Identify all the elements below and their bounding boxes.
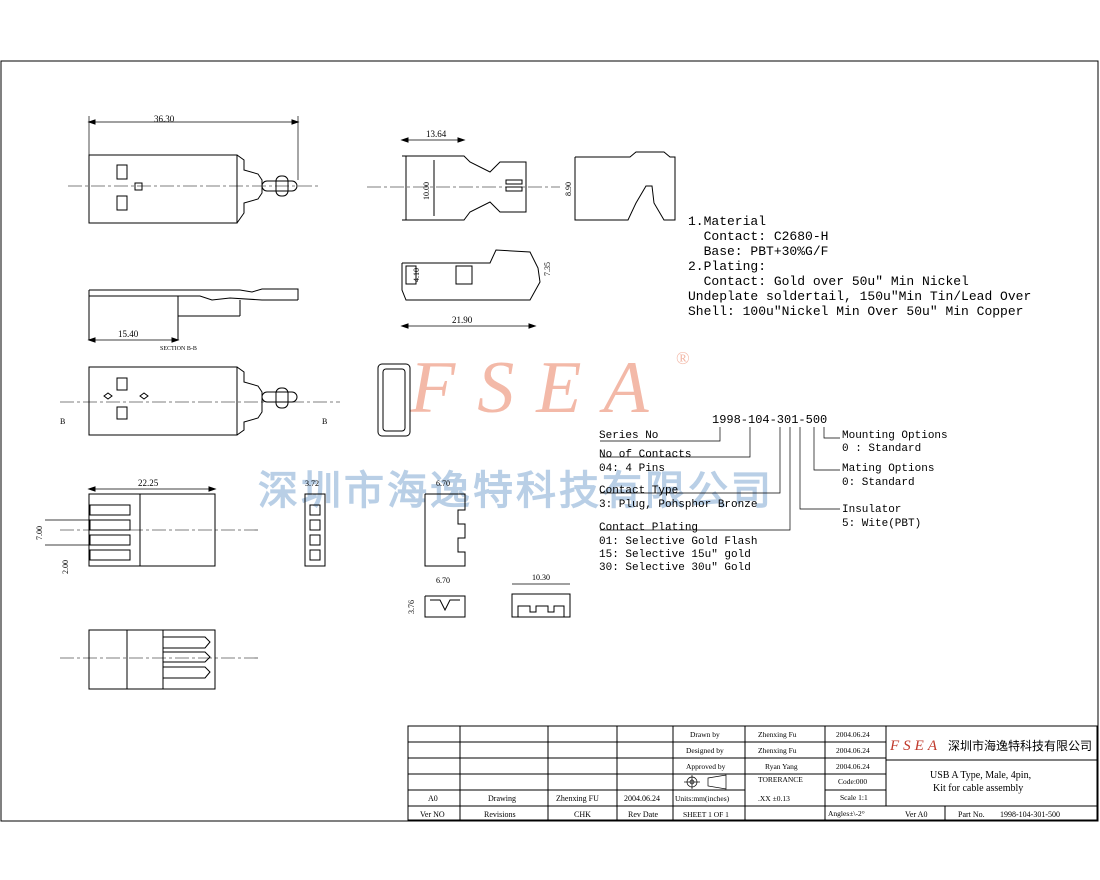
scale: Scale 1:1 <box>840 793 868 802</box>
title-company: 深圳市海逸特科技有限公司 <box>948 738 1092 753</box>
note-line-5: Contact: Gold over 50u" Min Nickel <box>688 274 969 289</box>
code: Code:000 <box>838 777 867 786</box>
approved-date: 2004.06.24 <box>836 762 870 771</box>
material-notes: 1.Material Contact: C2680-H Base: PBT+30… <box>688 214 1031 319</box>
dim-insul-w: 6.70 <box>436 479 450 488</box>
view-insulator-side: 3.72 <box>304 479 326 567</box>
series-label: Series No <box>599 430 658 442</box>
section-mark-left: B <box>60 417 65 426</box>
dim-height-7: 7.00 <box>35 526 44 540</box>
contacts-label: No of Contacts <box>599 449 691 461</box>
title-line-1: USB A Type, Male, 4pin, <box>930 770 1031 781</box>
angles: Angles±\-2° <box>828 809 865 818</box>
dim-side-height2: 7.35 <box>543 262 552 276</box>
designed-name: Zhenxing Fu <box>758 746 797 755</box>
dim-insul-w2: 6.70 <box>436 576 450 585</box>
dim-thick: 3.72 <box>305 479 319 488</box>
designed-label: Designed by <box>686 746 724 755</box>
plating-label: Contact Plating <box>599 522 698 534</box>
note-line-1: 1.Material <box>688 214 766 229</box>
note-line-6: Undeplate soldertail, 150u"Min Tin/Lead … <box>688 289 1031 304</box>
projection-symbol-icon <box>684 774 727 790</box>
note-line-2: Contact: C2680-H <box>688 229 828 244</box>
title-part-label: Part No. <box>958 810 985 819</box>
approved-label: Approved by <box>686 762 726 771</box>
dim-width-22: 22.25 <box>138 478 159 488</box>
dim-side-length: 15.40 <box>118 329 139 339</box>
view-top-plug: 36.30 <box>68 114 320 224</box>
contacts-value: 04: 4 Pins <box>599 463 665 475</box>
hdr-rev: Revisions <box>484 810 516 819</box>
view-insulator-top: 6.70 3.76 <box>407 576 466 618</box>
part-number-legend: 1998-104-301-500 Series No No of Contact… <box>599 413 948 574</box>
type-value: 3: Plug, Pohsphor Bronze <box>599 499 757 511</box>
drawn-label: Drawn by <box>690 730 720 739</box>
view-contact-detail: 22.25 7.00 2.00 <box>35 478 260 574</box>
note-line-7: Shell: 100u"Nickel Min Over 50u" Min Cop… <box>688 304 1023 319</box>
title-part-no: 1998-104-301-500 <box>1000 810 1060 819</box>
sheet-count: SHEET 1 OF 1 <box>683 810 729 819</box>
watermark: FSEA ® 深圳市海逸特科技有限公司 <box>258 347 774 513</box>
view-shell-small <box>377 363 411 437</box>
rev-desc: Drawing <box>488 794 516 803</box>
mating-label: Mating Options <box>842 463 934 475</box>
units: Units:mm(inches) <box>675 794 730 803</box>
view-plug-face: B B <box>60 366 340 436</box>
rev-date: 2004.06.24 <box>624 794 660 803</box>
tolerance-label: TORERANCE <box>758 775 803 784</box>
hdr-date: Rev Date <box>628 810 658 819</box>
drawn-date: 2004.06.24 <box>836 730 870 739</box>
dim-overall-length: 36.30 <box>154 114 175 124</box>
view-insulator-front: 6.70 <box>424 479 466 567</box>
insulator-label: Insulator <box>842 504 901 516</box>
insulator-value: 5: Wite(PBT) <box>842 518 921 530</box>
tolerance-value: .XX ±0.13 <box>758 794 790 803</box>
section-label: SECTION B-B <box>160 346 197 352</box>
mounting-value: 0 : Standard <box>842 443 921 455</box>
dim-insul-h: 3.76 <box>407 600 416 614</box>
section-mark-right: B <box>322 417 327 426</box>
dim-pitch: 2.00 <box>61 560 70 574</box>
plating-value-2: 15: Selective 15u" gold <box>599 549 751 561</box>
view-shell-end: 8.90 <box>564 151 676 221</box>
part-code-number: 1998-104-301-500 <box>712 413 827 427</box>
view-contact-bottom <box>60 629 260 690</box>
plating-value-3: 30: Selective 30u" Gold <box>599 562 751 574</box>
dim-top-height: 10.00 <box>422 182 431 200</box>
title-block: A0 Drawing Zhenxing FU 2004.06.24 Ver NO… <box>407 725 1098 821</box>
hdr-ver: Ver NO <box>420 810 445 819</box>
dim-side-height: 4.10 <box>412 268 421 282</box>
note-line-4: 2.Plating: <box>688 259 766 274</box>
dim-housing-w: 10.30 <box>532 573 550 582</box>
mounting-label: Mounting Options <box>842 430 948 442</box>
rev-ver: A0 <box>428 794 438 803</box>
dim-end-height: 8.90 <box>564 182 573 196</box>
view-shell-side: 4.10 7.35 21.90 <box>400 249 552 329</box>
watermark-company: 深圳市海逸特科技有限公司 <box>258 469 774 513</box>
hdr-chk: CHK <box>574 810 591 819</box>
drawn-name: Zhenxing Fu <box>758 730 797 739</box>
title-line-2: Kit for cable assembly <box>933 783 1023 794</box>
rev-chk: Zhenxing FU <box>556 794 599 803</box>
approved-name: Ryan Yang <box>765 762 798 771</box>
mating-value: 0: Standard <box>842 477 915 489</box>
watermark-brand: FSEA <box>409 347 671 429</box>
title-brand: FSEA <box>889 738 941 754</box>
dim-side-length2: 21.90 <box>452 315 473 325</box>
view-shell-top: 13.64 10.00 <box>367 129 560 221</box>
type-label: Contact Type <box>599 485 678 497</box>
title-ver: Ver A0 <box>905 810 927 819</box>
plating-value-1: 01: Selective Gold Flash <box>599 536 757 548</box>
view-section-bb: 15.40 SECTION B-B <box>87 288 299 352</box>
designed-date: 2004.06.24 <box>836 746 870 755</box>
watermark-registered: ® <box>676 348 690 368</box>
sheet-border <box>0 60 1099 822</box>
dim-top-width: 13.64 <box>426 129 447 139</box>
note-line-3: Base: PBT+30%G/F <box>688 244 828 259</box>
view-housing: 10.30 <box>511 573 571 618</box>
